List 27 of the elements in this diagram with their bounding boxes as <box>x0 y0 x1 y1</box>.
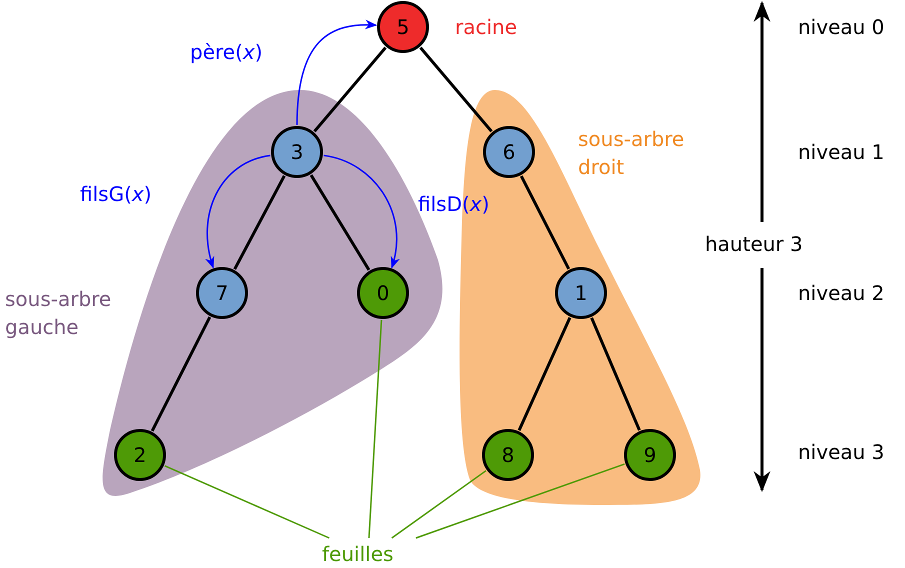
level-label: niveau 1 <box>798 139 884 166</box>
arrow <box>324 154 400 269</box>
region-label: sous-arbre droit <box>578 126 686 181</box>
node-label: feuilles <box>322 540 394 568</box>
tree-edge <box>520 175 570 270</box>
tree-edge <box>590 317 641 431</box>
arrow <box>206 154 270 269</box>
tree-edge <box>518 317 572 431</box>
tree-node: 5 <box>377 1 429 53</box>
leader-line <box>391 470 486 539</box>
edge-label: filsG(x) <box>80 181 152 208</box>
arrow <box>296 20 378 126</box>
node-caption: racine <box>455 14 518 41</box>
leader-line <box>164 465 330 539</box>
leader-line <box>416 463 625 539</box>
edge-label: filsD(x) <box>418 191 490 218</box>
level-label: niveau 0 <box>798 14 884 41</box>
tree-edge <box>150 316 212 432</box>
dimension-label: hauteur 3 <box>705 231 803 258</box>
region-label: sous-arbre gauche <box>5 286 112 341</box>
tree-edge <box>310 174 370 271</box>
tree-edge <box>313 46 387 132</box>
level-label: niveau 3 <box>798 439 884 466</box>
level-label: niveau 2 <box>798 280 884 307</box>
leader-line <box>368 320 382 538</box>
edge-label: père(x) <box>190 39 263 66</box>
tree-edge <box>233 175 286 270</box>
